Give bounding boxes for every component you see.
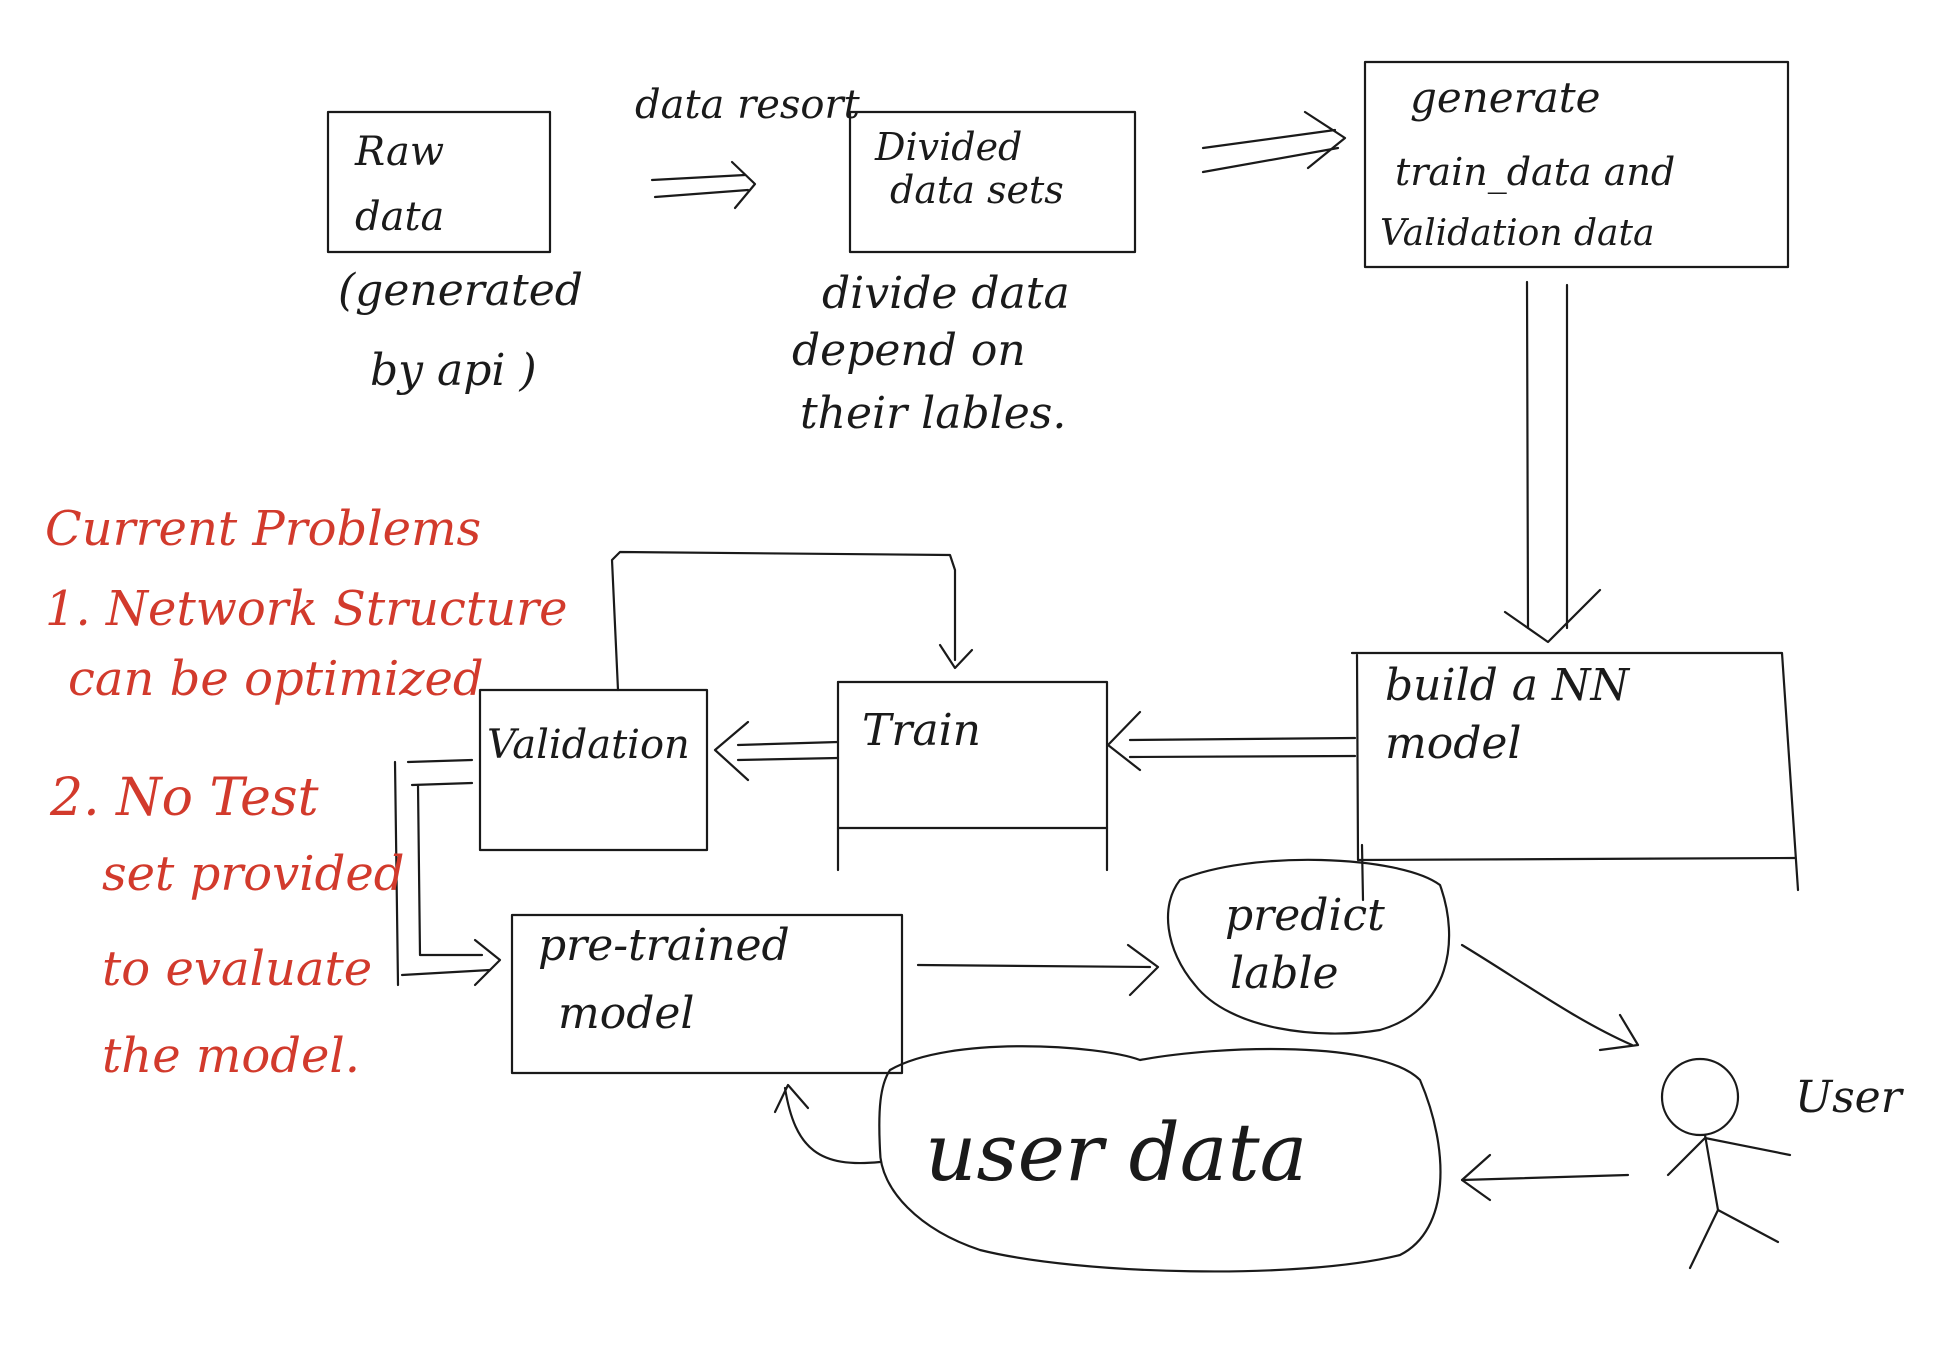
raw-data-label-line2: data [355,194,444,240]
problem2-line3: to evaluate [102,941,372,997]
data-resort-arrow-line2 [653,188,750,199]
problem2-line4: the model. [102,1028,360,1084]
generate-line1: generate [1410,73,1601,122]
train-box-top-right [836,680,1109,872]
user-icon: User [1660,1057,1905,1270]
validation-label: Validation [487,722,690,768]
arrow-line1 [1201,128,1337,150]
arrow-head [773,1083,810,1114]
arrow-line [1460,1173,1630,1182]
arrow-head [713,720,750,782]
raw-data-note-line1: (generated [338,265,583,316]
generate-to-model-arrow [1503,280,1602,644]
loop-line [610,550,957,692]
arrow-line2 [1201,146,1340,174]
user-label: User [1795,1072,1905,1123]
user-data-ellipse [878,1045,1442,1273]
problems-title: Current Problems [45,501,481,557]
bracket-top1 [406,758,474,764]
user-arms [1666,1136,1792,1177]
divided-data-sets-node: Divided data sets [848,110,1137,254]
train-label: Train [862,705,981,756]
arrow-line [783,1086,882,1165]
data-resort-arrow-line1 [650,173,747,182]
problem1-line2: can be optimized [68,651,484,707]
model-to-predict-line [1360,843,1365,902]
double-arrow-left [1525,280,1530,630]
divided-data-sets-line2: data sets [890,168,1064,212]
bracket-head [473,938,502,987]
data-resort-label: data resort [635,82,861,128]
bracket-inner [416,783,484,957]
predict-line2: lable [1230,948,1339,999]
build-model-line1: build a NN [1385,660,1631,711]
predict-label-node: predict lable [1166,843,1451,1035]
pretrained-model-node: pre-trained model [510,913,904,1075]
divided-data-sets-box [848,110,1137,254]
predict-label-ellipse [1166,858,1451,1035]
arrow-line2 [1128,754,1357,759]
raw-data-note-line2: by api ) [370,345,537,396]
problem1-line1: 1. Network Structure [45,581,568,637]
raw-data-note: (generated by api ) [338,265,583,396]
build-model-node: build a NN model [1350,651,1800,892]
validation-to-pretrained-arrow [393,758,502,987]
raw-data-box [326,110,552,254]
arrow-head [1303,110,1347,170]
arrow-head [1126,943,1160,997]
train-to-validation-arrow [713,720,840,782]
userdata-to-pretrained-arrow [773,1083,882,1165]
raw-data-node: Raw data [326,110,552,254]
divide-note: divide data depend on their lables. [792,268,1070,439]
user-legs [1688,1208,1780,1270]
pretrained-model-box [510,913,904,1075]
divided-to-generate-arrow [1201,110,1347,174]
validation-to-train-loop [610,550,974,692]
build-model-top [1350,651,1800,892]
bracket-top2 [410,781,474,787]
build-model-sides [1355,653,1797,862]
validation-node: Validation [478,688,709,852]
divide-note-line2: depend on [792,325,1026,376]
loop-head [938,643,974,670]
user-body [1703,1133,1720,1212]
bracket-bottom [400,968,492,977]
arrow-line2 [736,756,840,762]
generate-line3: Validation data [1380,213,1654,254]
predict-to-user-arrow [1460,943,1640,1052]
generate-data-node: generate train_data and Validation data [1363,60,1790,269]
arrow-line1 [736,740,840,747]
data-resort-arrow-head [730,160,757,210]
arrow-head [1460,1153,1492,1202]
validation-box [478,688,709,852]
pretrained-line2: model [558,988,695,1039]
problem2-line1: 2. No Test [49,768,319,828]
raw-data-label-line1: Raw [354,129,444,175]
double-arrow-head [1503,588,1602,644]
divide-note-line1: divide data [822,268,1070,319]
arrow-line1 [1128,736,1357,742]
generate-line2: train_data and [1395,150,1675,195]
pretrained-to-predict-arrow [916,943,1160,997]
bracket-left1 [393,760,400,987]
user-to-userdata-arrow [1460,1153,1630,1202]
generate-data-box [1363,60,1790,269]
user-data-node: user data [878,1045,1442,1273]
problem2-line2: set provided [102,846,404,902]
data-resort-edge: data resort [635,82,861,210]
arrow-head [1598,1013,1640,1052]
pretrained-line1: pre-trained [538,920,790,971]
divided-data-sets-line1: Divided [874,125,1022,169]
build-model-line2: model [1385,718,1522,769]
current-problems: Current Problems 1. Network Structure ca… [45,501,568,1084]
arrow-line [916,963,1152,969]
divide-note-line3: their lables. [800,388,1066,439]
train-node: Train [836,680,1109,872]
predict-line1: predict [1225,890,1385,941]
model-to-train-arrow [1106,710,1357,772]
user-data-label: user data [925,1106,1307,1199]
arrow-line [1460,943,1634,1047]
user-head [1660,1057,1740,1137]
